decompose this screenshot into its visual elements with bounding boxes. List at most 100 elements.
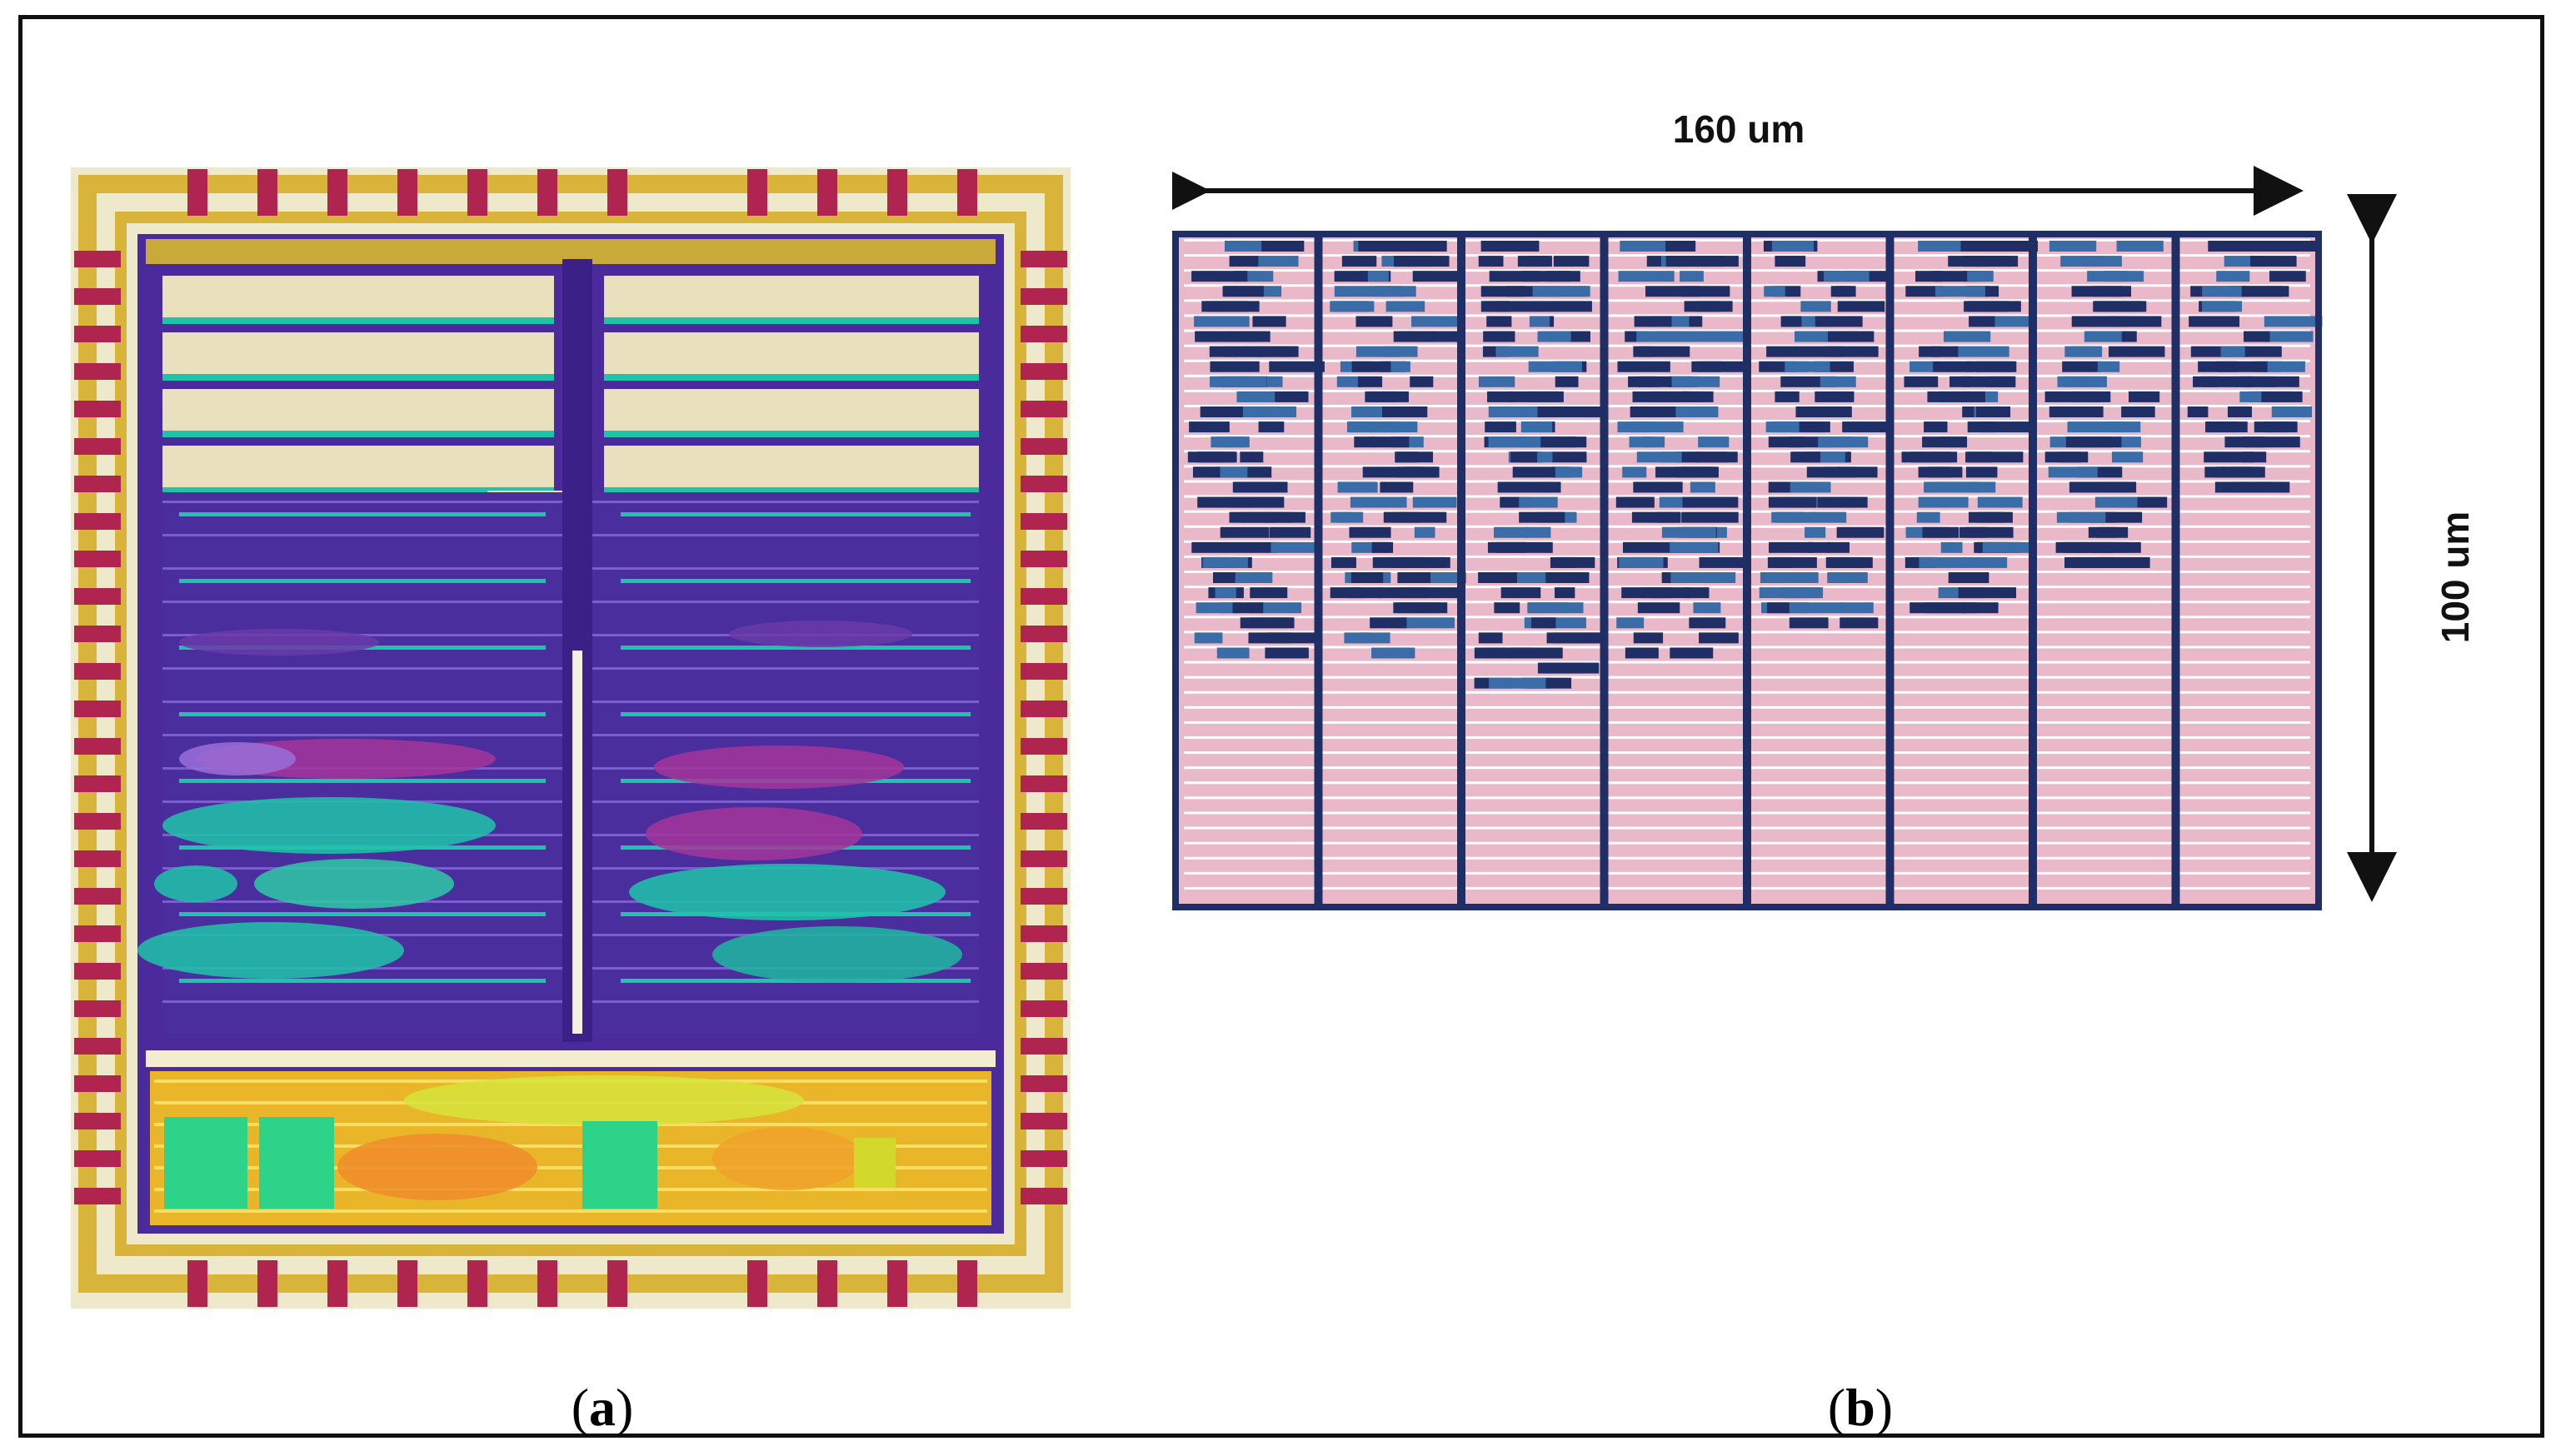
placed-cell bbox=[1488, 436, 1541, 448]
inner-ring bbox=[115, 212, 1026, 1256]
placed-cell bbox=[1334, 271, 1368, 282]
placed-cell bbox=[1235, 572, 1259, 583]
placed-cell bbox=[1634, 556, 1660, 568]
placed-cell bbox=[1918, 466, 1963, 478]
placed-cell bbox=[1818, 436, 1869, 448]
placed-cell bbox=[1388, 647, 1415, 659]
placed-cell bbox=[1414, 526, 1435, 538]
placed-cell bbox=[2067, 421, 2125, 433]
placed-cell bbox=[2262, 331, 2314, 342]
pad bbox=[74, 588, 121, 605]
pad bbox=[74, 850, 121, 867]
placed-cell bbox=[1480, 286, 1526, 297]
placed-cell bbox=[1485, 421, 1516, 433]
yellow-blob bbox=[404, 1075, 804, 1125]
placed-cell bbox=[1636, 451, 1682, 463]
placed-cell bbox=[2062, 361, 2102, 372]
pad bbox=[74, 626, 121, 642]
placed-cell bbox=[1546, 572, 1575, 583]
placed-cell bbox=[1269, 361, 1325, 372]
placed-cell bbox=[1336, 376, 1363, 387]
placed-cell bbox=[1927, 391, 1977, 402]
placed-cell bbox=[1824, 466, 1856, 478]
placed-cell bbox=[2109, 556, 2149, 568]
pad bbox=[187, 1260, 207, 1307]
placed-cell bbox=[1922, 436, 1968, 448]
placed-cell bbox=[1489, 677, 1546, 689]
placed-cell bbox=[1840, 617, 1879, 629]
placed-cell bbox=[1633, 481, 1683, 493]
placed-cell bbox=[1918, 496, 1969, 508]
pad bbox=[1021, 663, 1067, 680]
pad bbox=[1021, 1038, 1067, 1055]
memory-bank bbox=[604, 276, 979, 319]
placed-cell bbox=[1527, 602, 1584, 614]
placed-cell bbox=[1817, 496, 1868, 508]
pad bbox=[957, 169, 977, 216]
magenta-blob bbox=[646, 807, 862, 860]
placed-cell bbox=[1975, 361, 2014, 372]
pad bbox=[1021, 1150, 1067, 1167]
placed-cell bbox=[1350, 496, 1407, 508]
placed-cell bbox=[1949, 376, 1970, 387]
placed-cell bbox=[1693, 602, 1721, 614]
placed-cell bbox=[1206, 301, 1248, 312]
pad bbox=[397, 1260, 417, 1307]
placed-cell bbox=[1553, 256, 1590, 267]
placed-cell bbox=[1910, 602, 1967, 614]
pad-row-top bbox=[187, 169, 977, 216]
placed-cell bbox=[2187, 406, 2209, 417]
caption-a: (a) bbox=[571, 1378, 634, 1437]
placed-cell bbox=[1690, 481, 1715, 493]
placed-cell bbox=[1815, 391, 1855, 402]
pad bbox=[537, 169, 557, 216]
placed-cell bbox=[2065, 436, 2114, 448]
placed-cell bbox=[1680, 466, 1719, 478]
row-wire bbox=[621, 646, 971, 650]
power-strap bbox=[1457, 234, 1465, 907]
placed-cell bbox=[1222, 286, 1264, 297]
teal-blob bbox=[137, 922, 404, 979]
height-label: 100 um bbox=[2434, 511, 2477, 644]
pad bbox=[74, 1000, 121, 1017]
pad bbox=[327, 169, 347, 216]
placed-cell bbox=[1661, 526, 1716, 538]
placed-cell bbox=[1411, 316, 1465, 327]
placed-cell bbox=[1494, 602, 1520, 614]
placed-cell bbox=[1656, 511, 1681, 523]
placed-cell bbox=[1483, 331, 1515, 342]
placed-cell bbox=[1395, 451, 1419, 463]
placed-cell bbox=[1555, 406, 1601, 417]
placed-cell bbox=[1195, 331, 1217, 342]
placed-cell bbox=[1905, 286, 1944, 297]
placed-cell bbox=[1478, 376, 1515, 387]
pad bbox=[74, 438, 121, 455]
teal-blob bbox=[629, 864, 946, 920]
placed-cell bbox=[1764, 286, 1785, 297]
green-block-3 bbox=[582, 1121, 657, 1209]
teal-blob bbox=[162, 797, 496, 854]
placed-cell bbox=[1916, 511, 1940, 523]
pad bbox=[1021, 925, 1067, 942]
pad bbox=[467, 169, 487, 216]
placed-cell bbox=[1771, 511, 1805, 523]
placed-cell bbox=[1682, 496, 1739, 508]
placed-cell bbox=[1781, 496, 1817, 508]
placed-cell bbox=[1800, 301, 1831, 312]
placed-cell bbox=[1516, 572, 1546, 583]
placed-cell bbox=[2093, 301, 2143, 312]
placed-cell bbox=[1555, 376, 1579, 387]
placed-cell bbox=[1537, 662, 1567, 674]
placed-cell bbox=[2229, 286, 2284, 297]
bottom-wire bbox=[154, 1188, 987, 1191]
logic-blobs bbox=[137, 621, 962, 983]
bank-wire bbox=[162, 317, 554, 324]
placed-cell bbox=[1226, 496, 1284, 508]
placed-cell bbox=[1540, 436, 1577, 448]
placed-cell bbox=[1965, 256, 2011, 267]
pad bbox=[817, 169, 837, 216]
placed-cell bbox=[1412, 271, 1465, 282]
placed-cell bbox=[1954, 572, 1989, 583]
placed-cell bbox=[2089, 316, 2116, 327]
pad bbox=[1021, 513, 1067, 530]
